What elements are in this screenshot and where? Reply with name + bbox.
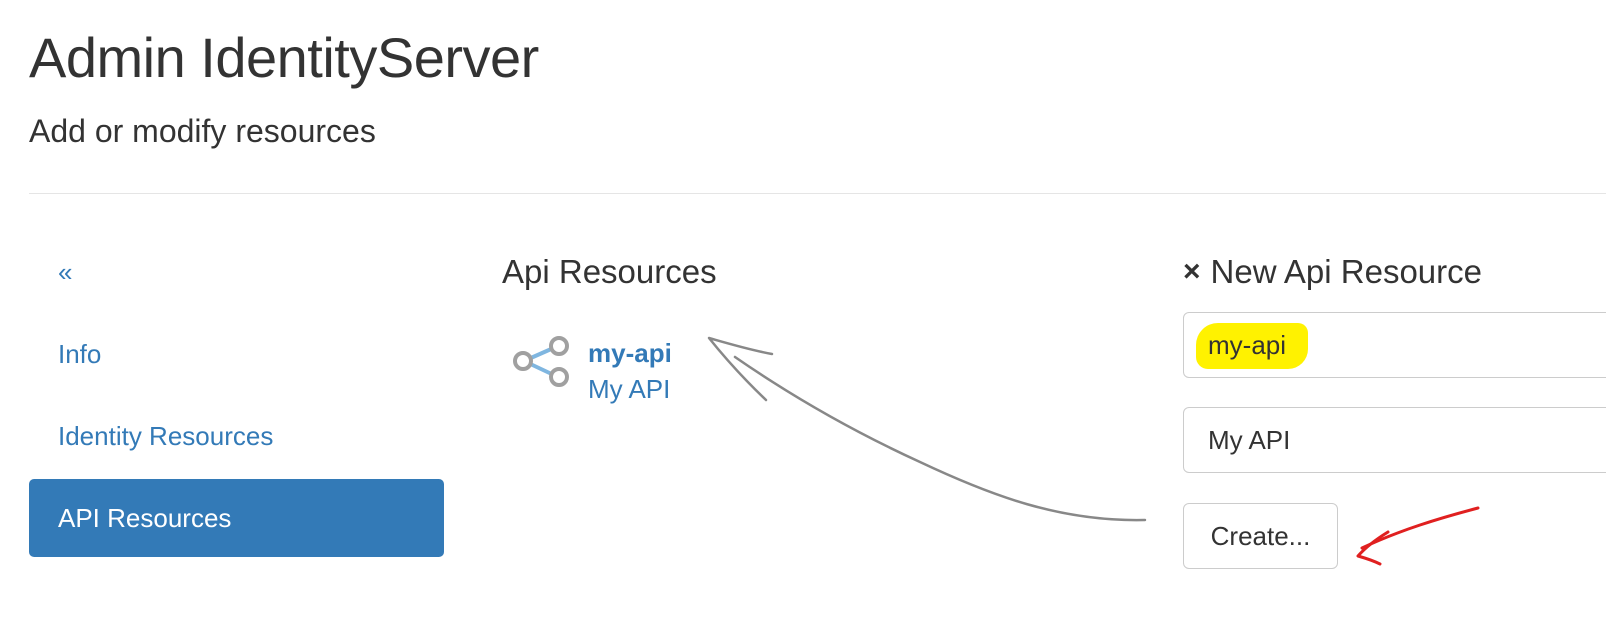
gray-arrow — [733, 355, 1147, 522]
resource-name[interactable]: my-api — [588, 338, 672, 368]
red-arrow — [1360, 506, 1480, 550]
new-api-resource-heading: × New Api Resource — [1183, 255, 1482, 288]
sidebar-item-api-resources[interactable]: API Resources — [29, 479, 444, 557]
gray-arrowhead — [707, 336, 774, 402]
api-name-input[interactable] — [1183, 312, 1606, 378]
sidebar-item-info[interactable]: Info — [58, 339, 102, 369]
sidebar-nav: « Info Identity Resources API Resources — [29, 233, 444, 561]
close-icon[interactable]: × — [1183, 254, 1201, 288]
sidebar-item-identity-resources[interactable]: Identity Resources — [58, 421, 274, 451]
api-display-name-input[interactable] — [1183, 407, 1606, 473]
page-title: Admin IdentityServer — [29, 26, 539, 89]
create-button[interactable]: Create... — [1183, 503, 1338, 569]
new-api-resource-title: New Api Resource — [1210, 253, 1482, 290]
api-resources-heading: Api Resources — [502, 253, 717, 290]
red-arrowhead — [1356, 530, 1390, 566]
share-icon — [513, 336, 569, 387]
header-divider — [29, 193, 1606, 194]
resource-text: my-api My API — [588, 336, 672, 408]
sidebar-item-back[interactable]: « — [58, 257, 73, 287]
page-subtitle: Add or modify resources — [29, 113, 376, 149]
list-item-my-api[interactable]: my-api My API — [510, 334, 672, 408]
resource-display-name[interactable]: My API — [588, 374, 671, 404]
